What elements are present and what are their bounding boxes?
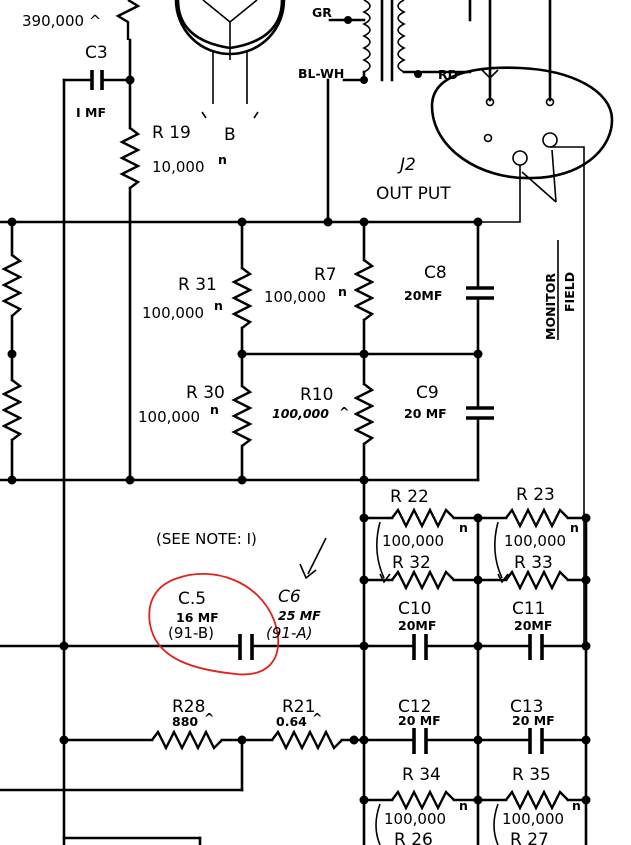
resistor-r35: R 35: [476, 765, 591, 811]
wire-blwh-label: BL-WH: [298, 66, 344, 81]
capacitor-c12: C12 20 MF: [398, 697, 530, 754]
resistor-r30: R 30 100,000 n: [138, 352, 253, 482]
resistor-r27: 100,000 n R 27: [493, 798, 581, 845]
c6-part: (91-A): [266, 624, 312, 642]
c6-value: 25 MF: [278, 608, 321, 623]
capacitor-c9: C9 20 MF: [404, 352, 494, 482]
r31-value: 100,000: [142, 304, 204, 322]
r19-ref: R 19: [152, 123, 191, 143]
r23-ref: R 23: [516, 485, 555, 505]
c8-value: 20MF: [404, 288, 442, 303]
r32-value: 100,000: [382, 532, 444, 550]
c10-ref: C10: [398, 599, 432, 619]
r31-ref: R 31: [178, 275, 217, 295]
resistor-r21: R21 0.64 ^: [271, 697, 414, 751]
r10-ohm: ^: [339, 404, 349, 419]
r10-ref: R10: [300, 385, 333, 405]
r33-ref: R 33: [514, 553, 553, 573]
red-markup-circle: [148, 572, 279, 676]
c6-ref: C6: [278, 587, 301, 607]
c12-value: 20 MF: [398, 713, 441, 728]
c5-part: (91-B): [168, 624, 214, 642]
resistor-r19: R 19 10,000 n: [119, 38, 227, 484]
r10-value: 100,000: [272, 406, 329, 421]
r21-ref: R21: [282, 697, 315, 717]
r28-ohm: ^: [204, 710, 214, 725]
c13-ref: C13: [510, 697, 544, 717]
r33-value: 100,000: [504, 532, 566, 550]
r19-ohm: n: [218, 152, 227, 167]
coupling-bus: [0, 634, 591, 660]
output-transformer: GR BL-WH RD: [298, 0, 552, 224]
capacitor-c6: C6 25 MF (91-A): [266, 587, 321, 642]
r28-value: 880: [172, 714, 198, 729]
monitor-text: MONITOR: [543, 273, 558, 340]
r19-value: 10,000: [152, 158, 205, 176]
c11-value: 20MF: [514, 618, 552, 633]
r34-ref: R 34: [402, 765, 441, 785]
wire-rd-label: RD: [438, 67, 458, 82]
see-note-label: (SEE NOTE: I): [156, 530, 327, 580]
resistor-r26: 100,000 n R 26: [375, 798, 468, 845]
r26-ref: R 26: [394, 830, 433, 845]
j2-label: OUT PUT: [376, 184, 451, 204]
j2-output-socket: J2 OUT PUT: [328, 66, 614, 650]
capacitor-c8: C8 20MF: [404, 217, 494, 356]
r32-ohm: n: [459, 520, 468, 535]
c5-ref: C.5: [178, 589, 206, 609]
resistor-r7: R7 100,000 n: [264, 220, 375, 356]
c5-value: 16 MF: [176, 610, 219, 625]
c9-value: 20 MF: [404, 406, 447, 421]
c8-ref: C8: [424, 263, 447, 283]
c3-value: I MF: [76, 105, 106, 120]
capacitor-c5: C.5 16 MF (91-B): [148, 572, 279, 676]
r33-ohm: n: [570, 520, 579, 535]
r7-ref: R7: [314, 265, 337, 285]
left-edge-resistors: [1, 220, 23, 482]
j2-ref: J2: [397, 155, 416, 175]
c12-ref: C12: [398, 697, 432, 717]
r30-ref: R 30: [186, 383, 225, 403]
tube-pin-b: B: [224, 125, 236, 145]
capacitor-c13: C13 20 MF: [510, 697, 591, 754]
resistor-r28: R28 880 ^: [59, 697, 274, 751]
resistor-r34: R 34: [359, 765, 483, 811]
resistor-r32: 100,000 n R 32: [359, 520, 483, 591]
resistor-r22: R 22: [362, 487, 480, 529]
monitor-field-label: MONITOR FIELD: [543, 240, 577, 340]
field-text: FIELD: [562, 272, 577, 312]
r30-ohm: n: [210, 402, 219, 417]
r27-ohm: n: [572, 798, 581, 813]
r21-ohm: ^: [312, 710, 322, 725]
resistor-r31: R 31 100,000 n: [142, 220, 253, 356]
r21-value: 0.64: [276, 714, 307, 729]
r30-value: 100,000: [138, 408, 200, 426]
r27-value: 100,000: [502, 810, 564, 828]
r28-ref: R28: [172, 697, 205, 717]
capacitor-c3: C3 I MF: [62, 43, 135, 845]
r-top-value: 390,000 ^: [22, 12, 101, 30]
wire-gr-label: GR: [312, 5, 332, 20]
r7-ohm: n: [338, 284, 347, 299]
c9-ref: C9: [416, 383, 439, 403]
resistor-r23: R 23: [476, 485, 588, 529]
resistor-r10: R10 100,000 ^: [272, 352, 375, 482]
r27-ref: R 27: [510, 830, 549, 845]
vacuum-tube: B: [174, 0, 286, 145]
c10-value: 20MF: [398, 618, 436, 633]
c13-value: 20 MF: [512, 713, 555, 728]
r26-value: 100,000: [384, 810, 446, 828]
see-note-text: (SEE NOTE: I): [156, 530, 257, 548]
resistor-r33: 100,000 n R 33: [476, 520, 591, 591]
r32-ref: R 32: [392, 553, 431, 573]
r26-ohm: n: [459, 798, 468, 813]
r7-value: 100,000: [264, 288, 326, 306]
r-top-fragment: 390,000 ^: [22, 0, 141, 40]
c3-ref: C3: [85, 43, 108, 63]
c11-ref: C11: [512, 599, 546, 619]
r35-ref: R 35: [512, 765, 551, 785]
r31-ohm: n: [214, 298, 223, 313]
r22-ref: R 22: [390, 487, 429, 507]
